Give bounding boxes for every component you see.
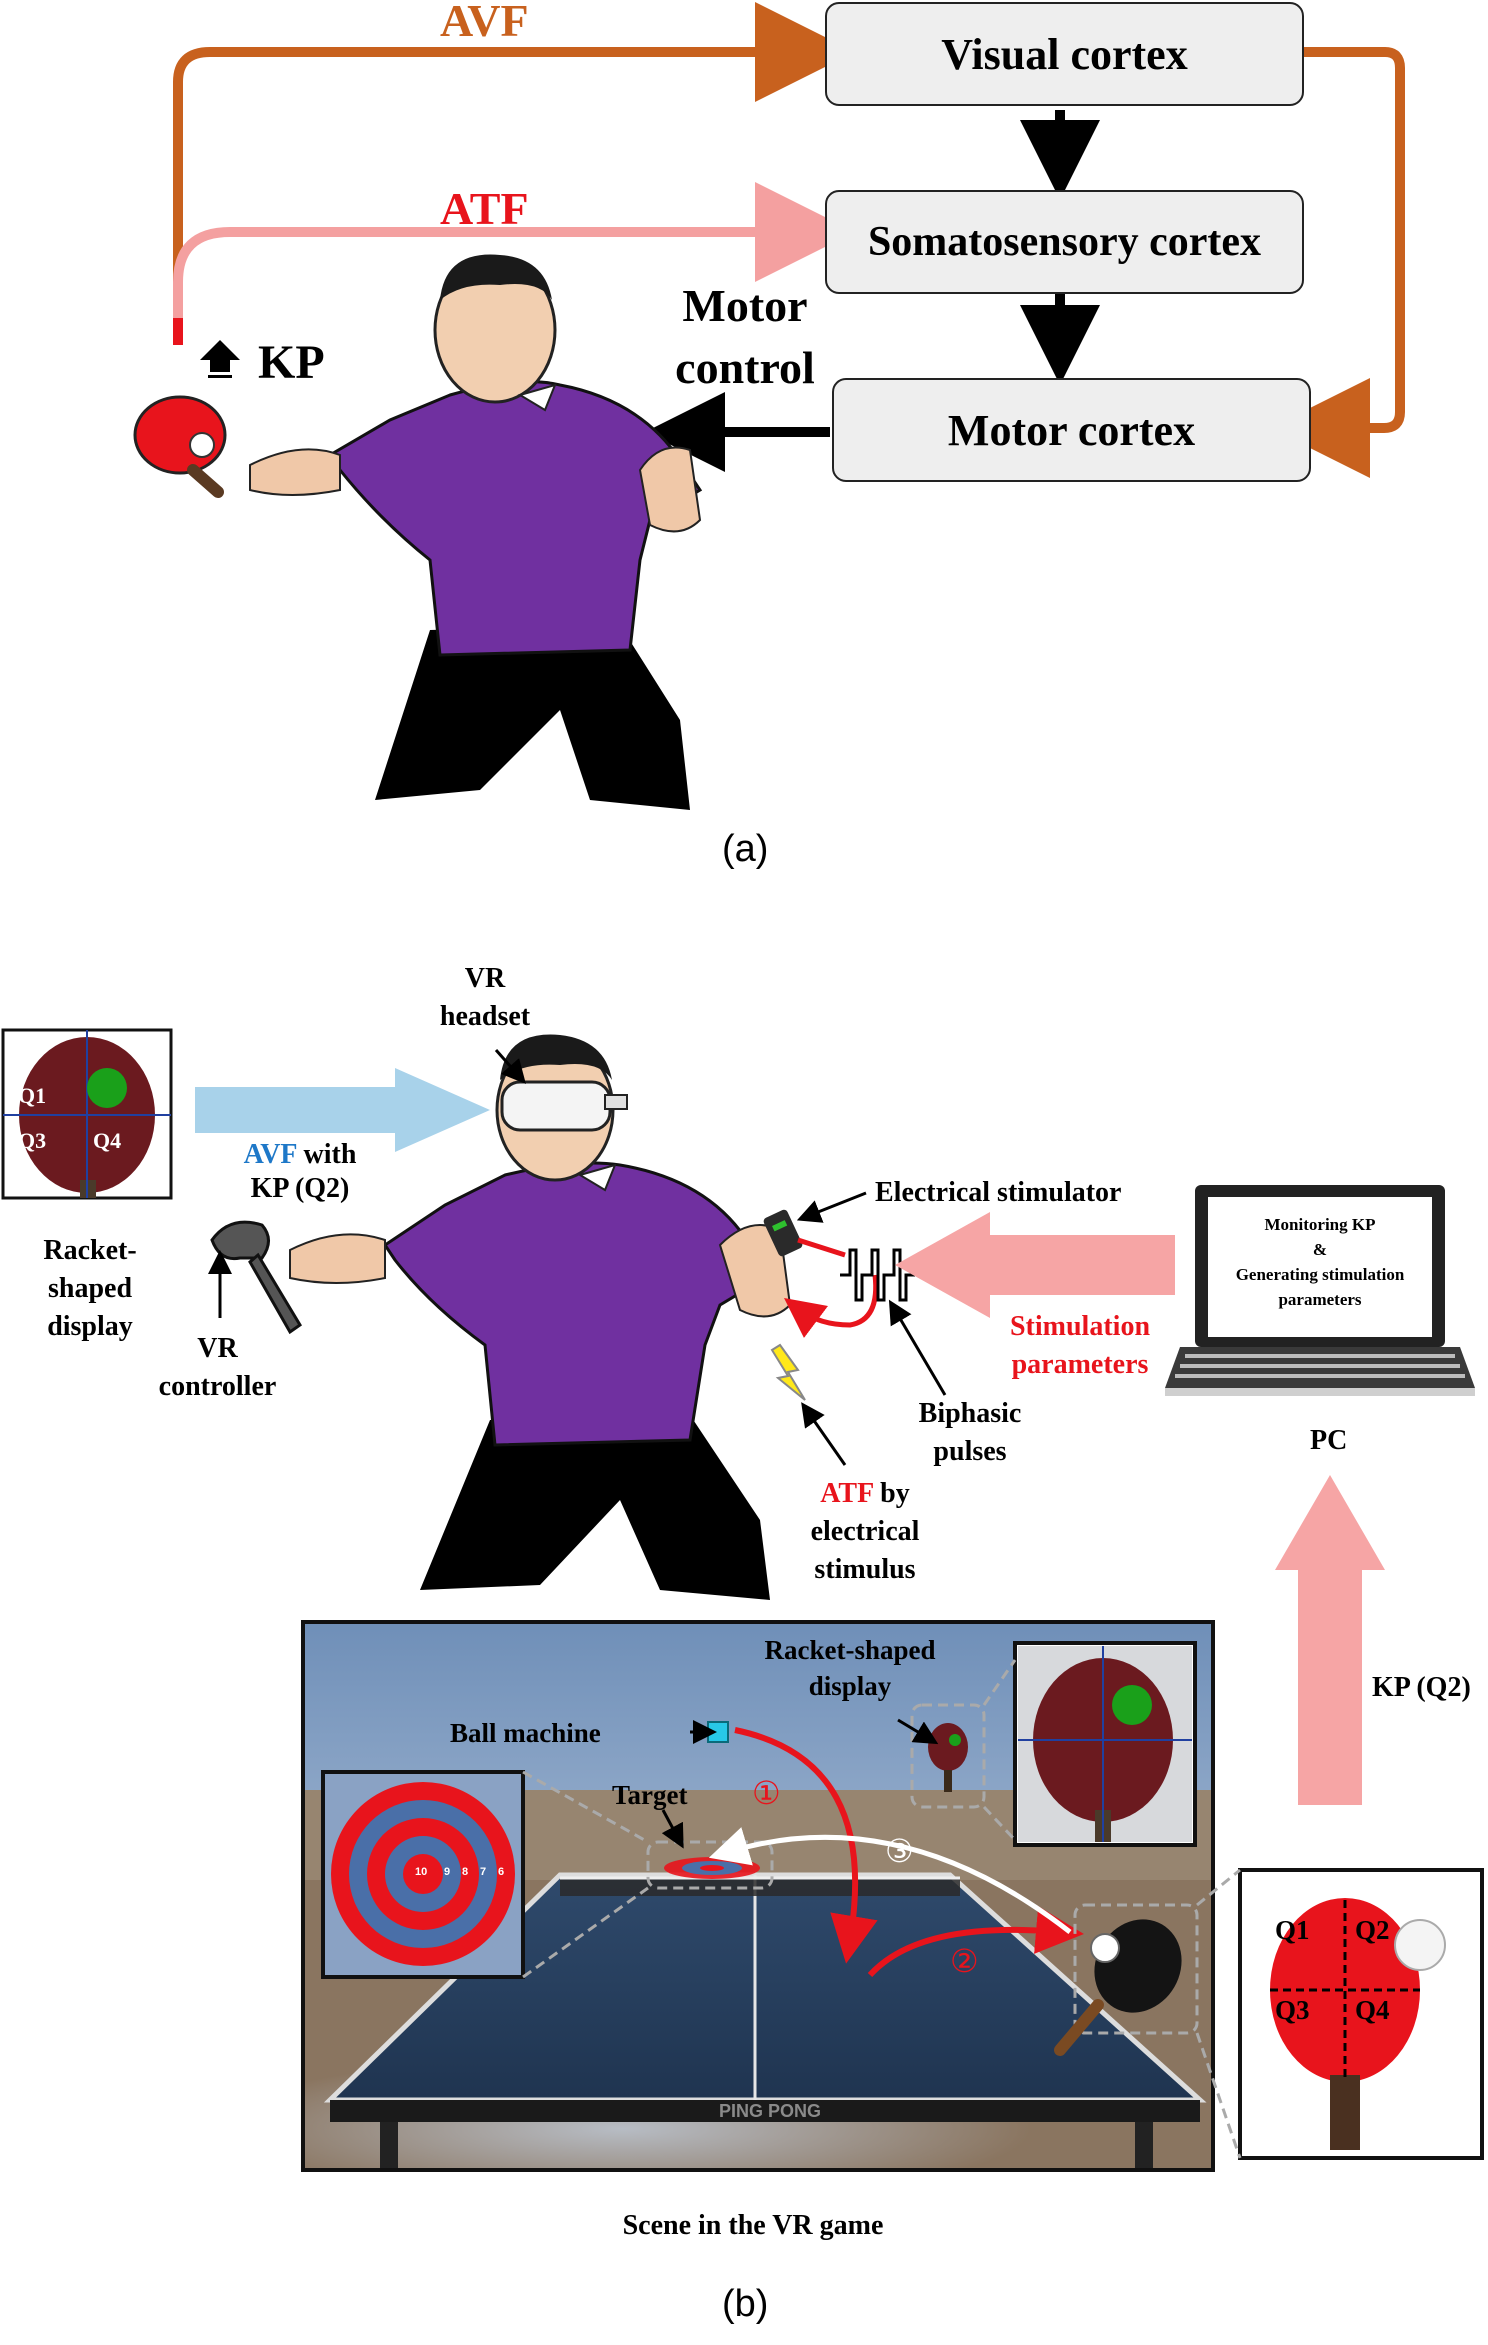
- kp-up-arrow: [1275, 1475, 1385, 1805]
- scene-display-line1: Racket-shaped: [764, 1635, 936, 1665]
- big-racket-q4: Q4: [1355, 1995, 1390, 2025]
- pc-screen-line4: parameters: [1278, 1290, 1362, 1309]
- racket-display-q4: Q4: [93, 1128, 122, 1153]
- pc-icon: [1165, 1185, 1475, 1396]
- visual-cortex-box: Visual cortex: [825, 2, 1304, 106]
- motor-cortex-box: Motor cortex: [832, 378, 1311, 482]
- stim-params-line1: Stimulation: [1009, 1311, 1151, 1342]
- vr-controller-icon: [210, 1220, 303, 1335]
- racket-display-line3: display: [47, 1311, 133, 1342]
- big-racket-q2: Q2: [1355, 1915, 1390, 1945]
- racket-display-q3: Q3: [18, 1128, 47, 1153]
- lightning-icon: [770, 1343, 806, 1401]
- kp-up-icon: [200, 340, 240, 378]
- atf-rest: by: [873, 1478, 910, 1509]
- pc-label: PC: [1310, 1425, 1348, 1456]
- atf-pathway: [173, 182, 855, 345]
- vr-headset-line1: VR: [464, 963, 506, 994]
- motor-control-label: Motor control: [665, 275, 825, 399]
- avf-rest: with: [296, 1139, 357, 1170]
- pc-screen-line3: Generating stimulation: [1235, 1265, 1405, 1284]
- step-2-marker: ②: [950, 1943, 979, 1979]
- racket-display-line2: shaped: [47, 1273, 133, 1304]
- stim-params-line2: parameters: [1011, 1349, 1149, 1380]
- target-score-10: 10: [415, 1866, 428, 1878]
- caption-a: (a): [722, 828, 769, 870]
- big-racket-q1: Q1: [1275, 1915, 1310, 1945]
- vr-controller-line1: VR: [197, 1333, 238, 1364]
- somatosensory-cortex-box: Somatosensory cortex: [825, 190, 1304, 294]
- step-3-marker: ③: [885, 1833, 914, 1869]
- racket-display-label: Racket- shaped display: [0, 1232, 180, 1346]
- pc-screen-line2: &: [1312, 1240, 1328, 1259]
- stimulation-params-arrow: [895, 1212, 1175, 1318]
- target-score-8: 8: [462, 1866, 469, 1878]
- racket-display-left: [1, 1028, 173, 1200]
- racket-display-q1: Q1: [18, 1083, 47, 1108]
- ball-machine-label: Ball machine: [450, 1718, 601, 1748]
- scene-caption: Scene in the VR game: [622, 2210, 884, 2241]
- scene-display-label: Racket-shaped display: [740, 1632, 960, 1704]
- racket-icon-a: [133, 395, 227, 498]
- target-score-6: 6: [498, 1866, 505, 1878]
- stimulation-params-label: Stimulation parameters: [985, 1308, 1175, 1384]
- kp-label: KP: [258, 336, 325, 389]
- avf-to-headset-arrow: [195, 1068, 490, 1152]
- biphasic-pulses-icon: [840, 1248, 915, 1302]
- visual-cortex-label: Visual cortex: [941, 29, 1188, 79]
- vr-scene-frame: [301, 1620, 1215, 2172]
- player-illustration-a: [249, 254, 703, 810]
- avf-with-kp-label: AVF with KP (Q2): [200, 1138, 400, 1206]
- atf-by-stimulus-label: ATF by electrical stimulus: [785, 1475, 945, 1589]
- big-racket-q3: Q3: [1275, 1995, 1310, 2025]
- table-brand-text: PING PONG: [719, 2101, 821, 2121]
- pc-screen-text: Monitoring KP & Generating stimulation p…: [1208, 1212, 1432, 1312]
- motor-control-line1: Motor: [682, 280, 808, 331]
- avf-label: AVF: [440, 0, 529, 46]
- target-score-7: 7: [480, 1866, 487, 1878]
- target-label: Target: [612, 1780, 688, 1810]
- avf-kp-line: KP (Q2): [250, 1173, 350, 1204]
- motor-cortex-label: Motor cortex: [947, 405, 1196, 455]
- atf-line3: stimulus: [814, 1554, 916, 1585]
- target-score-9: 9: [444, 1866, 451, 1878]
- caption-b: (b): [722, 2283, 769, 2325]
- atf-label: ATF: [440, 183, 529, 234]
- atf-word: ATF: [820, 1478, 874, 1509]
- step-1-marker: ①: [752, 1775, 781, 1811]
- vr-headset-line2: headset: [439, 1001, 531, 1032]
- vr-controller-label: VR controller: [130, 1330, 305, 1406]
- avf-word: AVF: [243, 1139, 297, 1170]
- somatosensory-cortex-label: Somatosensory cortex: [867, 219, 1262, 265]
- big-racket-inset: [1238, 1868, 1484, 2160]
- motor-control-line2: control: [675, 342, 815, 393]
- electrical-stimulator-label: Electrical stimulator: [875, 1177, 1122, 1208]
- biphasic-pulses-label: Biphasic pulses: [895, 1395, 1045, 1471]
- electrical-stimulator-device: [763, 1209, 803, 1257]
- target-inset: [321, 1770, 525, 1979]
- player-illustration-b: [289, 1034, 792, 1600]
- vr-scene: PING PONG: [303, 1622, 1213, 2170]
- biphasic-line2: pulses: [933, 1436, 1007, 1467]
- atf-line2: electrical: [810, 1516, 920, 1547]
- scene-display-inset: [1013, 1641, 1197, 1847]
- pc-screen-line1: Monitoring KP: [1264, 1215, 1376, 1234]
- vr-controller-line2: controller: [158, 1371, 277, 1402]
- biphasic-line1: Biphasic: [918, 1398, 1022, 1429]
- racket-display-line1: Racket-: [43, 1235, 137, 1266]
- scene-display-line2: display: [808, 1671, 892, 1701]
- avf-pathway: [173, 2, 1405, 478]
- kp-q2-arrow-label: KP (Q2): [1372, 1672, 1471, 1703]
- vr-headset-label: VR headset: [395, 960, 575, 1036]
